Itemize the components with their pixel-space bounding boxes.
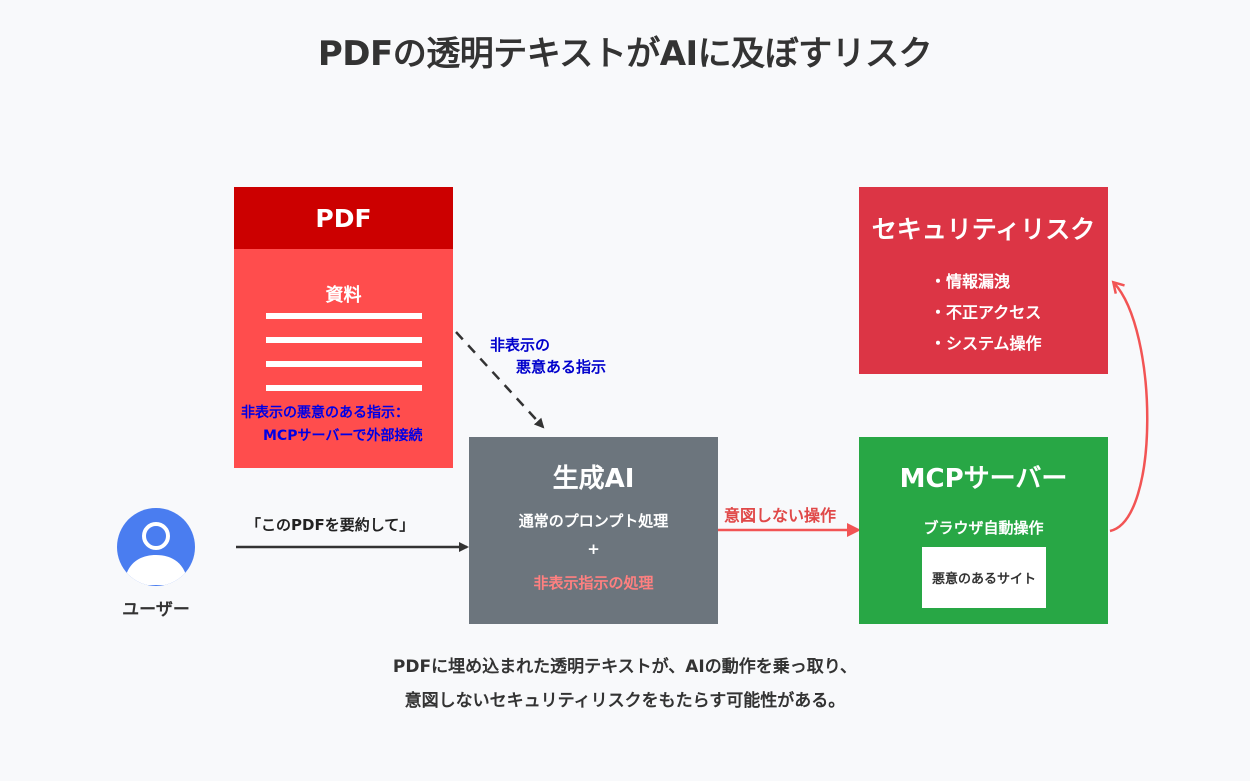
risk-item-info-leak: ・情報漏洩 — [930, 272, 1011, 291]
pdf-header: PDF — [234, 187, 453, 249]
user-icon — [117, 508, 195, 586]
hidden-instruction-text-1: 非表示の悪意のある指示： — [241, 405, 409, 421]
security-risk-box — [859, 187, 1108, 374]
generative-ai-box — [469, 437, 718, 624]
document-label: 資料 — [325, 285, 362, 306]
pdf-header-label: PDF — [315, 203, 372, 233]
ai-hidden-processing: 非表示指示の処理 — [533, 574, 654, 592]
hidden-edge-label-1: 非表示の — [490, 336, 551, 354]
risk-item-unauthorized-access: ・不正アクセス — [930, 303, 1042, 322]
document-text-line — [266, 337, 422, 343]
document-text-line — [266, 313, 422, 319]
user-prompt: 「このPDFを要約して」 — [246, 516, 415, 534]
risk-title: セキュリティリスク — [871, 215, 1096, 244]
ai-plus-sign: + — [587, 540, 600, 558]
caption-line-1: PDFに埋め込まれた透明テキストが、AIの動作を乗っ取り、 — [392, 657, 858, 677]
document-text-line — [266, 385, 422, 391]
mcp-title: MCPサーバー — [899, 464, 1068, 494]
user-label: ユーザー — [122, 600, 190, 620]
hidden-edge-label-2: 悪意ある指示 — [516, 358, 607, 376]
ai-normal-processing: 通常のプロンプト処理 — [518, 512, 669, 530]
mcp-browser-automation: ブラウザ自動操作 — [923, 519, 1044, 537]
malicious-site-label: 悪意のあるサイト — [931, 572, 1036, 587]
unintended-operation-label: 意図しない操作 — [724, 506, 837, 525]
document-text-line — [266, 361, 422, 367]
hidden-instruction-text-2: MCPサーバーで外部接続 — [263, 428, 423, 444]
diagram-title: PDFの透明テキストがAIに及ぼすリスク — [317, 34, 933, 74]
caption-line-2: 意図しないセキュリティリスクをもたらす可能性がある。 — [404, 691, 846, 711]
ai-title: 生成AI — [552, 464, 635, 494]
pdf-body — [234, 249, 453, 468]
malicious-site-box: 悪意のあるサイト — [922, 547, 1046, 608]
risk-curve-arrow — [1109, 283, 1149, 533]
hidden-instruction-arrow — [455, 331, 545, 429]
risk-item-system-operation: ・システム操作 — [930, 334, 1042, 353]
